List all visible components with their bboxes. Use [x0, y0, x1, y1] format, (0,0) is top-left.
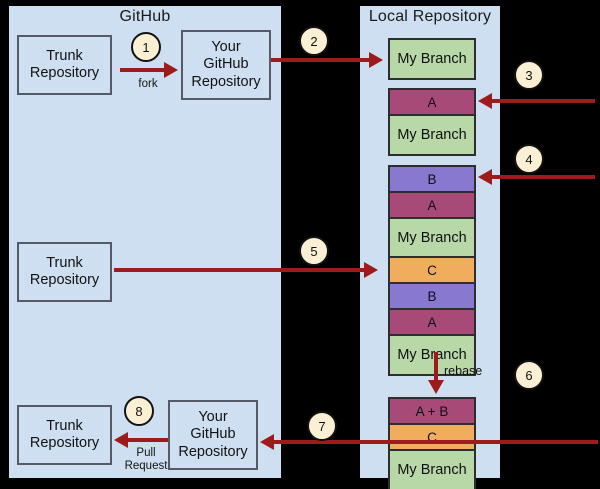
arrow-fork-head — [164, 62, 178, 78]
step-marker-5[interactable]: 5 — [299, 236, 329, 266]
branch-cell: My Branch — [390, 40, 474, 78]
arrow-pull-request — [128, 438, 168, 442]
arrow-step-5-head — [364, 262, 378, 278]
branch-cell: My Branch — [390, 219, 474, 257]
arrow-step-4 — [490, 175, 595, 179]
step-marker-3[interactable]: 3 — [514, 60, 544, 90]
commit-cell: C — [390, 258, 474, 284]
box-label: Trunk Repository — [29, 254, 100, 288]
panel-local-title: Local Repository — [368, 8, 492, 25]
arrow-step-2 — [271, 58, 371, 62]
branch-cell: My Branch — [390, 116, 474, 154]
commit-cell: A — [390, 90, 474, 116]
arrow-step-2-head — [369, 52, 383, 68]
commit-cell: A — [390, 193, 474, 219]
box-trunk-repository-bottom[interactable]: Trunk Repository — [17, 405, 112, 465]
box-your-github-repository-bottom[interactable]: Your GitHub Repository — [168, 400, 258, 470]
commit-cell: A — [390, 310, 474, 336]
commit-cell: C — [390, 425, 474, 451]
arrow-step-7-head — [260, 434, 274, 450]
box-trunk-repository-middle[interactable]: Trunk Repository — [17, 242, 112, 302]
arrow-step-5 — [114, 268, 366, 272]
arrow-pull-request-head — [114, 432, 128, 448]
box-label: Your GitHub Repository — [191, 39, 261, 90]
label-rebase: rebase — [444, 364, 483, 378]
label-pull-request: Pull Request — [124, 447, 168, 473]
step-marker-6[interactable]: 6 — [514, 360, 544, 390]
box-label: Trunk Repository — [29, 47, 100, 81]
step-marker-4[interactable]: 4 — [514, 144, 544, 174]
arrow-step-3 — [490, 99, 595, 103]
step-marker-8[interactable]: 8 — [124, 396, 154, 426]
branch-stack-initial[interactable]: My Branch — [388, 38, 476, 80]
arrow-rebase — [434, 352, 438, 384]
step-marker-7[interactable]: 7 — [307, 411, 337, 441]
panel-github-title: GitHub — [119, 8, 171, 25]
arrow-step-4-head — [478, 169, 492, 185]
step-marker-1[interactable]: 1 — [131, 32, 161, 62]
box-trunk-repository-top[interactable]: Trunk Repository — [17, 35, 112, 95]
arrow-step-7 — [272, 440, 598, 444]
commit-cell: B — [390, 167, 474, 193]
branch-cell: My Branch — [390, 451, 474, 489]
arrow-step-3-head — [478, 93, 492, 109]
arrow-rebase-head — [428, 380, 444, 394]
box-your-github-repository-top[interactable]: Your GitHub Repository — [181, 30, 271, 100]
arrow-fork — [120, 68, 168, 72]
step-marker-2[interactable]: 2 — [299, 26, 329, 56]
commit-cell: B — [390, 284, 474, 310]
commit-cell: A + B — [390, 399, 474, 425]
label-fork: fork — [138, 78, 158, 90]
box-label: Trunk Repository — [29, 417, 100, 451]
box-label: Your GitHub Repository — [178, 409, 248, 460]
branch-cell: My Branch — [390, 336, 474, 374]
